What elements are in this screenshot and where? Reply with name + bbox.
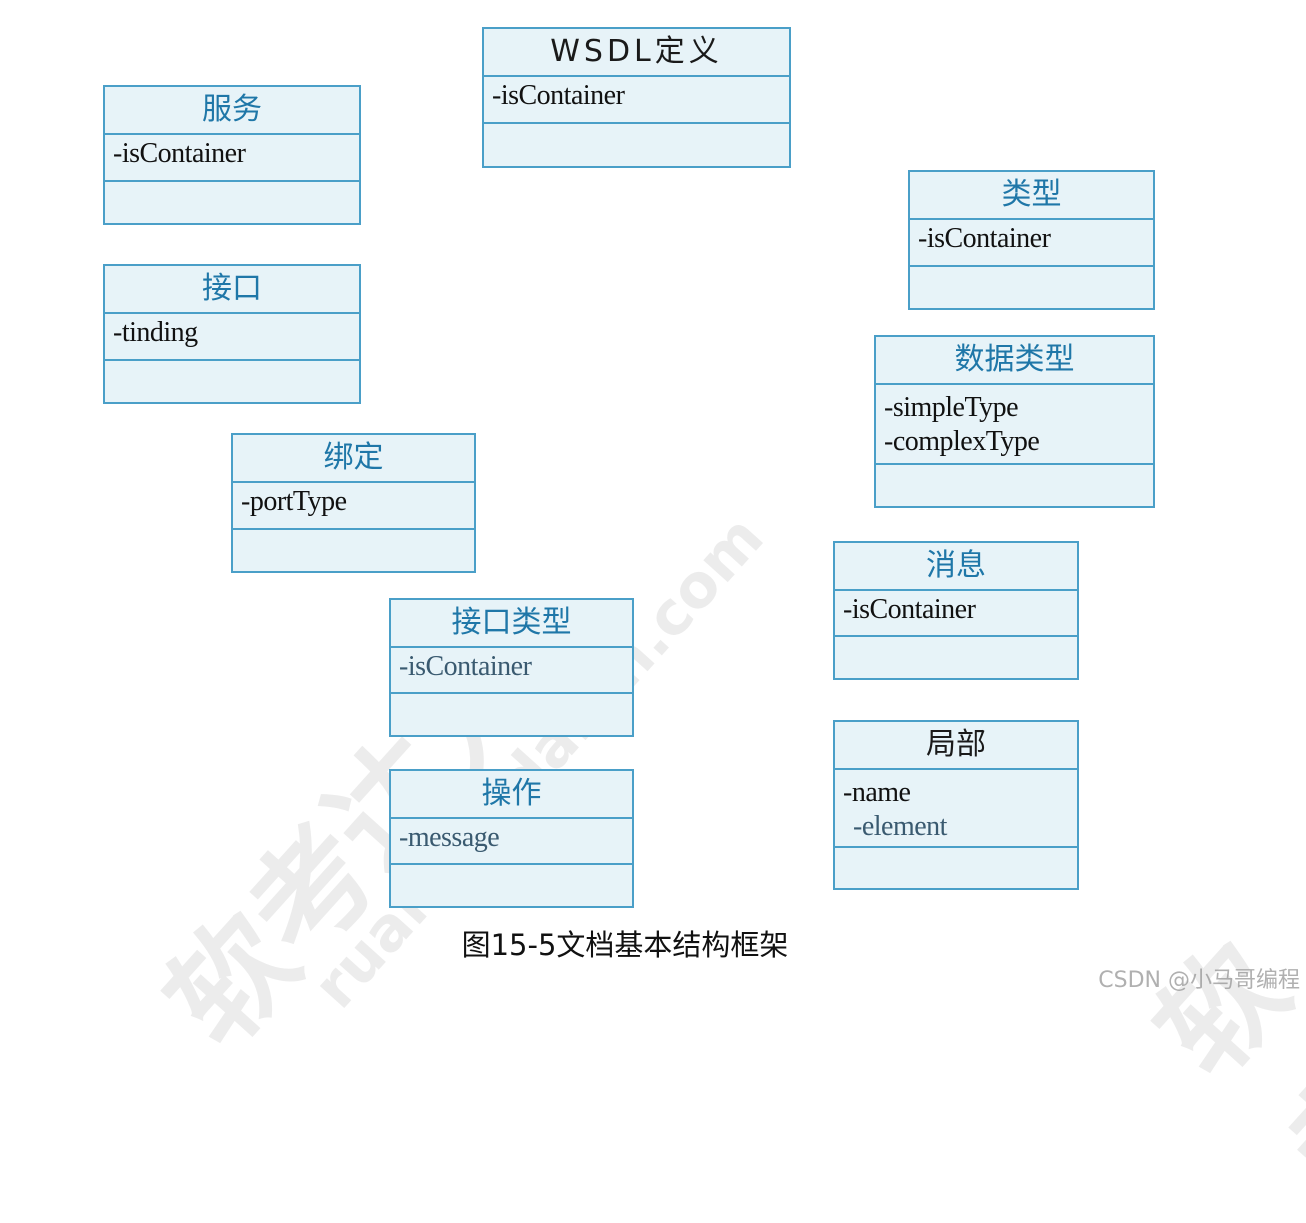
attribute: -isContainer bbox=[492, 80, 625, 111]
class-box-part: 局部 -name -element bbox=[833, 720, 1079, 890]
class-methods bbox=[391, 692, 632, 735]
class-attributes: -isContainer bbox=[391, 646, 632, 692]
attribute: -message bbox=[399, 822, 500, 853]
class-title: 局部 bbox=[926, 727, 986, 762]
class-title: 数据类型 bbox=[954, 342, 1075, 377]
attribute: -portType bbox=[241, 486, 347, 517]
attribute: -element bbox=[853, 811, 947, 842]
class-box-operation: 操作 -message bbox=[389, 769, 634, 908]
class-methods bbox=[910, 265, 1153, 308]
class-box-interface: 接口 -tinding bbox=[103, 264, 361, 404]
class-attributes: -isContainer bbox=[910, 218, 1153, 265]
class-title: WSDL定义 bbox=[550, 34, 723, 69]
class-attributes: -isContainer bbox=[484, 75, 789, 122]
class-methods bbox=[233, 528, 474, 571]
attribute: -isContainer bbox=[113, 138, 246, 169]
class-attributes: -isContainer bbox=[835, 589, 1077, 635]
class-box-service: 服务 -isContainer bbox=[103, 85, 361, 225]
attribute: -isContainer bbox=[843, 594, 976, 625]
class-attributes: -portType bbox=[233, 481, 474, 528]
class-title: 接口类型 bbox=[451, 605, 572, 640]
figure-caption: 图15-5文档基本结构框架 bbox=[461, 928, 789, 962]
attribute: -simpleType bbox=[884, 392, 1019, 423]
class-attributes: -name -element bbox=[835, 768, 1077, 846]
csdn-watermark: CSDN @小马哥编程 bbox=[1098, 968, 1300, 993]
class-box-interface-type: 接口类型 -isContainer bbox=[389, 598, 634, 737]
class-box-message: 消息 -isContainer bbox=[833, 541, 1079, 680]
background-watermark-cn-right: 软考 bbox=[1131, 920, 1306, 1219]
attribute: -isContainer bbox=[918, 223, 1051, 254]
class-title: 绑定 bbox=[323, 440, 384, 475]
class-attributes: -simpleType -complexType bbox=[876, 383, 1153, 463]
attribute: -complexType bbox=[884, 426, 1040, 457]
class-box-binding: 绑定 -portType bbox=[231, 433, 476, 573]
class-box-type: 类型 -isContainer bbox=[908, 170, 1155, 310]
class-methods bbox=[105, 359, 359, 402]
class-methods bbox=[876, 463, 1153, 506]
class-title: 接口 bbox=[202, 271, 262, 306]
class-box-data-type: 数据类型 -simpleType -complexType bbox=[874, 335, 1155, 508]
class-attributes: -isContainer bbox=[105, 133, 359, 180]
class-title: 操作 bbox=[481, 776, 542, 811]
class-title: 服务 bbox=[202, 92, 262, 127]
class-methods bbox=[835, 635, 1077, 678]
class-title: 类型 bbox=[1001, 177, 1062, 212]
class-methods bbox=[105, 180, 359, 223]
class-methods bbox=[484, 122, 789, 166]
class-box-wsdl: WSDL定义 -isContainer bbox=[482, 27, 791, 168]
class-attributes: -tinding bbox=[105, 312, 359, 359]
class-methods bbox=[391, 863, 632, 906]
attribute: -name bbox=[843, 777, 911, 808]
class-attributes: -message bbox=[391, 817, 632, 863]
class-methods bbox=[835, 846, 1077, 888]
attribute: -tinding bbox=[113, 317, 198, 348]
attribute: -isContainer bbox=[399, 651, 532, 682]
class-title: 消息 bbox=[926, 548, 986, 583]
